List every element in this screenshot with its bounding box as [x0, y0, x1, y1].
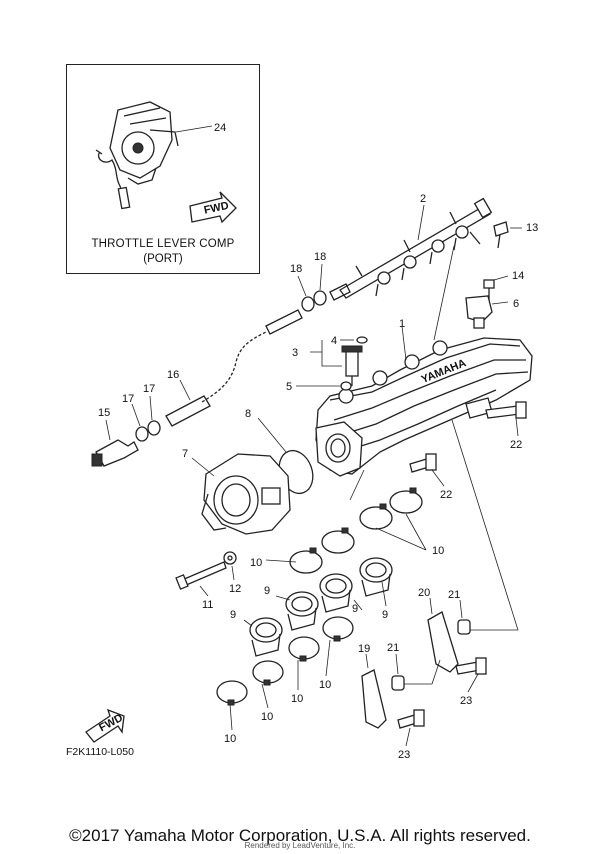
callout-24: 24	[214, 122, 226, 134]
callout-23b: 23	[398, 749, 410, 761]
callout-10e: 10	[261, 711, 273, 723]
throttle-body	[191, 453, 291, 535]
callout-8: 8	[245, 408, 251, 420]
fuel-rail	[329, 197, 493, 301]
bolts-23	[397, 657, 487, 747]
callout-22a: 22	[510, 439, 522, 451]
fuel-injector	[310, 340, 363, 386]
callout-3: 3	[292, 347, 298, 359]
callouts: 1 2 3 4 5 6 7 8 9 9 9 9 10 10 10 10 10 1…	[98, 122, 538, 761]
intake-manifold: YAMAHA	[315, 325, 533, 477]
callout-18b: 18	[314, 251, 326, 263]
callout-17a: 17	[122, 393, 134, 405]
fwd-arrow-icon-bottom: FWD	[85, 708, 125, 743]
callout-10d: 10	[291, 693, 303, 705]
callout-16: 16	[167, 369, 179, 381]
callout-10a: 10	[250, 557, 262, 569]
bracket-20	[427, 597, 459, 673]
fuel-hose	[165, 309, 303, 427]
diagram-code: F2K1110-L050	[66, 746, 134, 758]
callout-7: 7	[182, 448, 188, 460]
callout-5: 5	[286, 381, 292, 393]
bolt-11	[175, 561, 227, 597]
callout-9c: 9	[352, 603, 358, 615]
callout-15: 15	[98, 407, 110, 419]
callout-1: 1	[399, 318, 405, 330]
callout-22b: 22	[440, 489, 452, 501]
callout-6: 6	[513, 298, 519, 310]
hose-clamp-upper	[297, 263, 327, 312]
grommets-21	[391, 599, 471, 691]
inset-title: THROTTLE LEVER COMP	[91, 238, 235, 250]
callout-21b: 21	[387, 642, 399, 654]
callout-2: 2	[420, 193, 426, 205]
fwd-arrow-icon: FWD	[189, 191, 237, 224]
callout-9a: 9	[230, 609, 236, 621]
callout-9b: 9	[264, 585, 270, 597]
callout-10c: 10	[319, 679, 331, 691]
callout-13: 13	[526, 222, 538, 234]
callout-10b: 10	[432, 545, 444, 557]
rendered-by-note: Rendered by LeadVenture, Inc.	[244, 841, 356, 850]
o-ring	[340, 336, 368, 344]
callout-11: 11	[202, 599, 213, 611]
callout-12: 12	[229, 583, 241, 595]
callout-19: 19	[358, 643, 370, 655]
callout-14: 14	[512, 270, 524, 282]
callout-21a: 21	[448, 589, 460, 601]
hose-connector	[91, 419, 139, 467]
bracket-19	[361, 653, 387, 729]
inset-box	[66, 64, 260, 274]
callout-20: 20	[418, 587, 430, 599]
injector-seal	[296, 381, 352, 391]
inset-subtitle: (PORT)	[143, 253, 183, 265]
callout-9d: 9	[382, 609, 388, 621]
pressure-sensor	[465, 295, 509, 329]
callout-4: 4	[331, 335, 337, 347]
intake-joints	[243, 557, 393, 657]
hose-clamp-lower	[131, 395, 161, 442]
hose-clamps	[216, 487, 427, 731]
washer-12	[223, 551, 237, 581]
callout-23a: 23	[460, 695, 472, 707]
bolt-13	[493, 221, 522, 249]
callout-10f: 10	[224, 733, 236, 745]
callout-18a: 18	[290, 263, 302, 275]
throttle-lever-assembly	[95, 101, 213, 210]
fwd-badge-top: FWD	[203, 200, 230, 217]
callout-17b: 17	[143, 383, 155, 395]
bolts-22	[409, 401, 527, 487]
leader-lines	[349, 245, 519, 685]
copyright-notice: ©2017 Yamaha Motor Corporation, U.S.A. A…	[69, 826, 531, 845]
